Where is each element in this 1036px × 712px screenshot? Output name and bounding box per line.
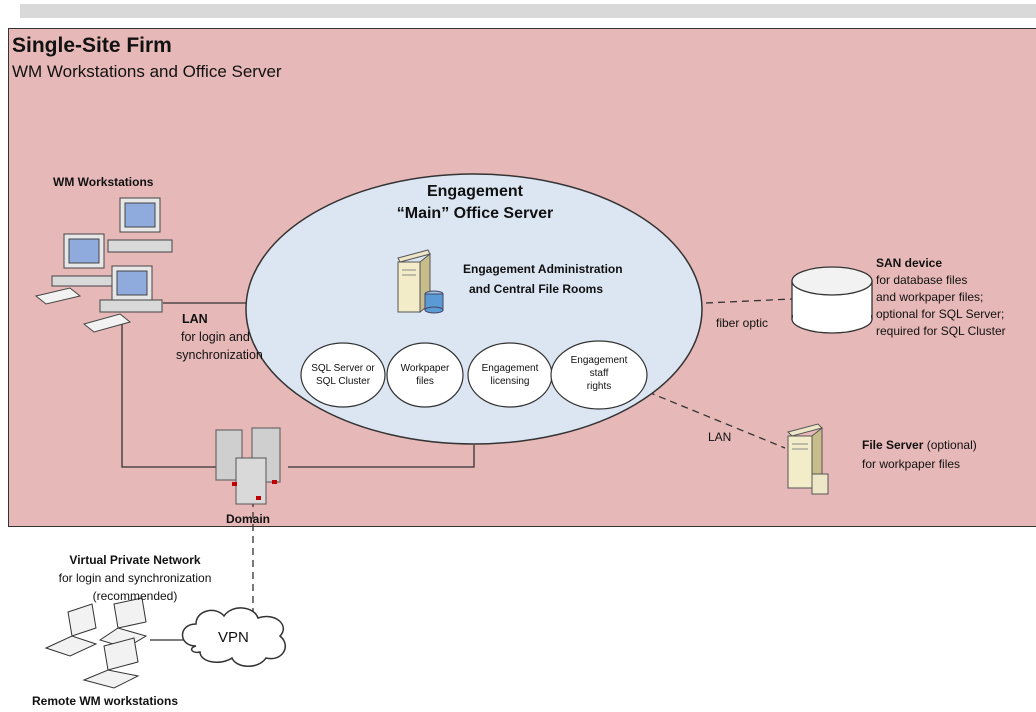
san-line4: required for SQL Cluster (876, 324, 1006, 338)
file-server-title-row: File Server (optional) (862, 438, 977, 452)
server-role-line1: Engagement Administration (463, 262, 623, 276)
lan-right-label: LAN (708, 430, 732, 444)
top-bar (20, 4, 1036, 18)
bubble-workpaper-label: Workpaper files (400, 363, 450, 387)
file-server-lan-link (647, 391, 786, 449)
vpn-info-title: Virtual Private Network (69, 553, 201, 567)
lan-left-line1: for login and (181, 330, 250, 344)
domain-servers-icon (215, 427, 281, 505)
workstations-label: WM Workstations (53, 175, 154, 189)
site-subtitle: WM Workstations and Office Server (12, 62, 282, 81)
fiber-optic-link (705, 298, 793, 304)
san-line2: and workpaper files; (876, 290, 984, 304)
vpn-info-line2: (recommended) (92, 589, 178, 603)
bubble-sql-label: SQL Server or SQL Cluster (311, 363, 375, 387)
vpn-cloud-label: VPN (218, 629, 249, 646)
lan-left-line2: synchronization (176, 348, 263, 362)
domain-server-line (288, 445, 475, 468)
san-line3: optional for SQL Server; (876, 307, 1005, 321)
bubble-staff-rights (550, 340, 648, 410)
fiber-optic-label: fiber optic (716, 316, 769, 330)
server-title-line1: Engagement (426, 183, 523, 200)
site-title: Single-Site Firm (12, 34, 172, 57)
san-line1: for database files (876, 273, 968, 287)
san-device-icon (791, 266, 873, 334)
file-server-icon (787, 423, 829, 495)
bubble-workpaper-files (386, 342, 464, 408)
file-server-line1: for workpaper files (862, 457, 961, 471)
vpn-info-line1: for login and synchronization (58, 571, 212, 585)
remote-workstations-label: Remote WM workstations (32, 694, 179, 708)
bubble-licensing-label: Engagement licensing (481, 363, 539, 387)
vpn-cloud-icon (181, 607, 286, 667)
workstation-domain-line (121, 318, 222, 468)
office-server-icon (397, 249, 444, 314)
bubble-staff-rights-label: Engagement staff rights (570, 355, 628, 392)
domain-label: Domain (226, 512, 271, 526)
workstation-computers-icon (34, 197, 173, 333)
server-title-line2: “Main” Office Server (396, 205, 554, 222)
bubble-sql-server (300, 342, 386, 408)
lan-left-title: LAN (182, 312, 208, 326)
san-title: SAN device (876, 256, 943, 270)
remote-laptops-icon (44, 597, 148, 689)
server-role-line2: and Central File Rooms (469, 282, 604, 296)
